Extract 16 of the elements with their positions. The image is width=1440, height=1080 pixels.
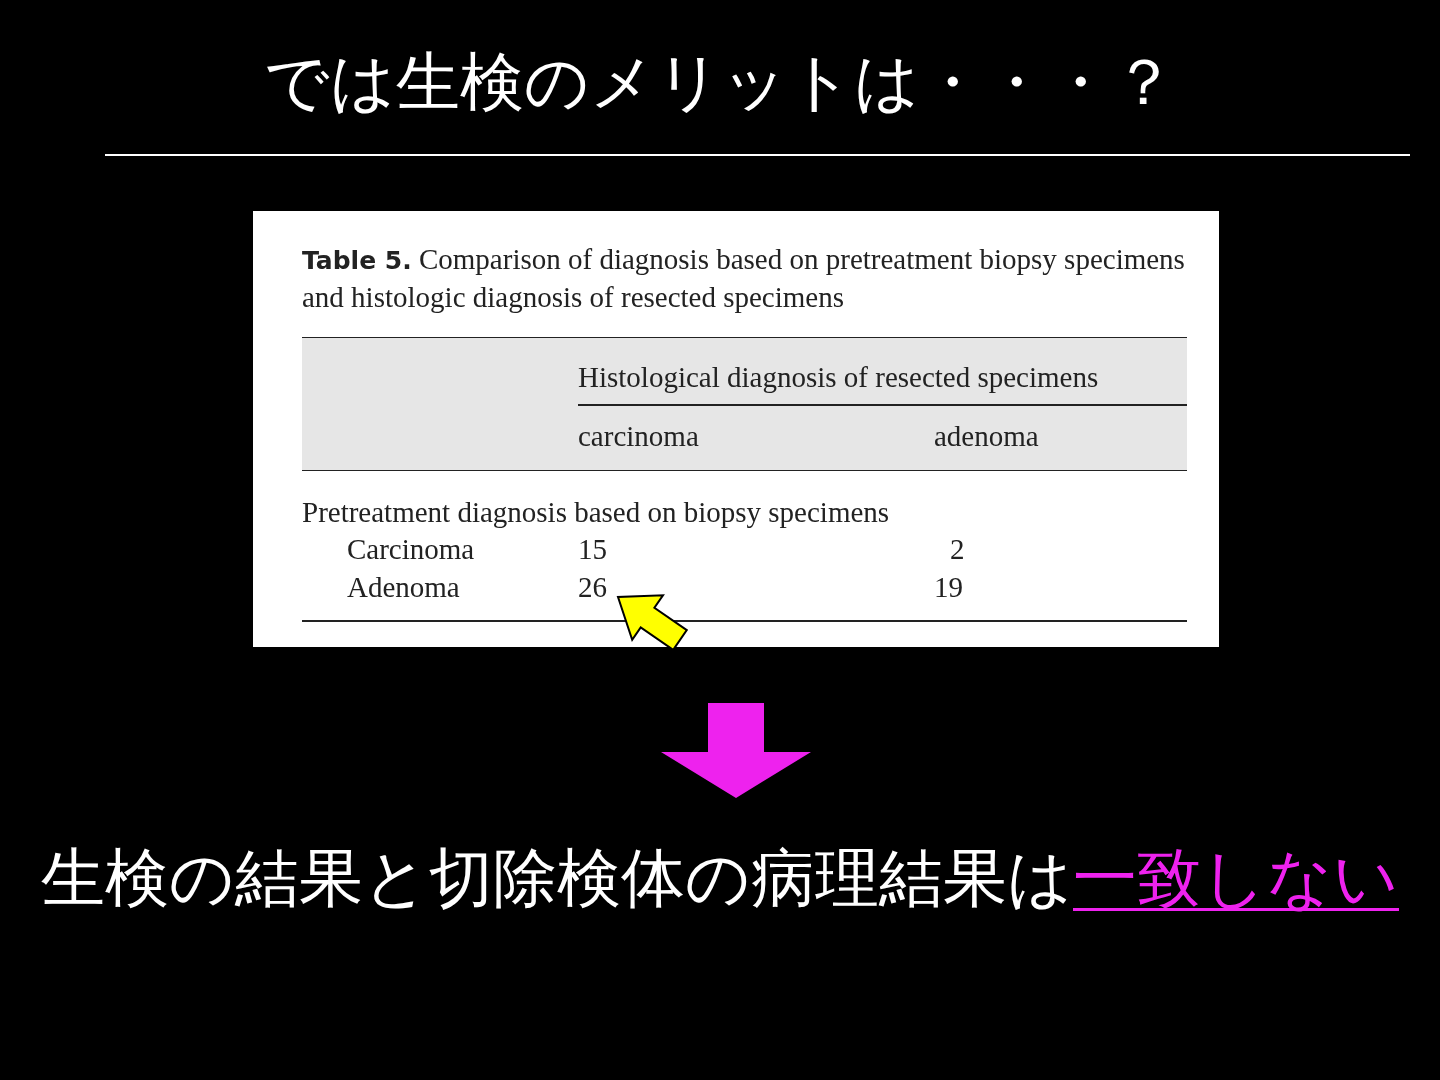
table-header: Pretreatment diagnosis based on biopsy specimens	[302, 495, 890, 529]
block-arrow	[616, 594, 689, 652]
block-arrow	[661, 703, 811, 798]
table-caption: Table 5. Comparison of diagnosis based on pretreatment biopsy specimens and histologic diagnosis of resected specimens	[302, 242, 1186, 315]
table-value: 15	[578, 532, 607, 566]
table-value: Carcinoma	[347, 532, 475, 566]
table-header: Histological diagnosis of resected specimens	[578, 360, 1099, 394]
table-value: 2	[950, 532, 965, 566]
table-value: Adenoma	[347, 570, 460, 604]
table-value: 19	[934, 570, 963, 604]
table-value: adenoma	[934, 419, 1039, 453]
table-value: carcinoma	[578, 419, 699, 453]
slide-title: では生検のメリットは・・・？	[263, 44, 1177, 121]
table-value: 26	[578, 571, 618, 603]
table-panel	[253, 211, 1219, 647]
conclusion-text: 生検の結果と切除検体の病理結果は一致しない	[0, 828, 1440, 928]
